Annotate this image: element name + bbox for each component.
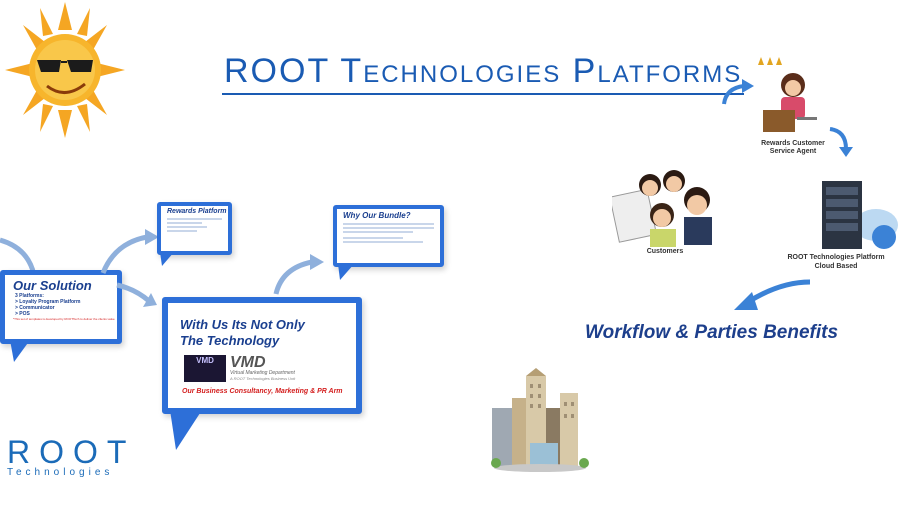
vmd-box-label: VMD — [196, 356, 214, 365]
platform-caption: ROOT Technologies Platform Cloud Based — [787, 254, 885, 270]
flow-arrow — [273, 254, 324, 295]
logo-name: ROOT — [7, 434, 136, 470]
vmd-subtitle: Virtual Marketing Department — [230, 370, 295, 376]
curved-arrow-icon — [829, 127, 853, 157]
vmd-title: VMD — [230, 354, 266, 371]
main-line-1: With Us Its Not Only — [180, 317, 305, 332]
city-buildings-icon — [491, 368, 589, 472]
vmd-logo-box: VMD — [184, 355, 226, 382]
why-bundle-heading: Why Our Bundle? — [343, 211, 411, 220]
cloud-server-icon — [822, 181, 898, 249]
root-logo: ROOT Technologies — [7, 434, 136, 478]
sun-mascot-icon — [5, 2, 125, 138]
bubble-tail — [160, 252, 174, 266]
vmd-tagline: A ROOT Technologies Business Unit — [230, 376, 296, 381]
rewards-platform-bubble: Rewards Platform — [157, 202, 232, 255]
page-title: ROOT Technologies Platforms — [222, 52, 745, 95]
customers-icon — [612, 170, 712, 247]
main-bubble: With Us Its Not Only The Technology VMD … — [162, 297, 362, 414]
main-line-2: The Technology — [180, 333, 280, 348]
our-solution-note: *This set of templates is developed by R… — [13, 317, 115, 321]
our-solution-bubble: Our Solution 3 Platforms: > Loyalty Prog… — [0, 270, 122, 344]
rewards-platform-heading: Rewards Platform — [167, 208, 227, 215]
our-solution-line: 3 Platforms: — [15, 293, 44, 299]
our-solution-line: > Loyalty Program Platform — [15, 299, 81, 305]
bubble-tail — [170, 410, 202, 450]
logo-sub: Technologies — [7, 467, 114, 478]
why-bundle-bubble: Why Our Bundle? — [333, 205, 444, 267]
swoosh-arrow-icon — [734, 279, 811, 310]
vmd-arm-text: Our Business Consultancy, Marketing & PR… — [182, 388, 343, 395]
bubble-tail — [10, 340, 30, 362]
our-solution-line: > POS — [15, 311, 30, 317]
workflow-label: Workflow & Parties Benefits — [585, 322, 839, 343]
agent-caption: Rewards Customer Service Agent — [761, 140, 825, 155]
service-agent-icon — [758, 57, 817, 132]
our-solution-heading: Our Solution — [13, 278, 92, 293]
customers-caption: Customers — [646, 248, 684, 255]
our-solution-line: > Communicator — [15, 305, 55, 311]
curved-arrow-icon — [722, 79, 754, 105]
bubble-tail — [338, 264, 354, 280]
flow-arrows — [100, 229, 159, 307]
